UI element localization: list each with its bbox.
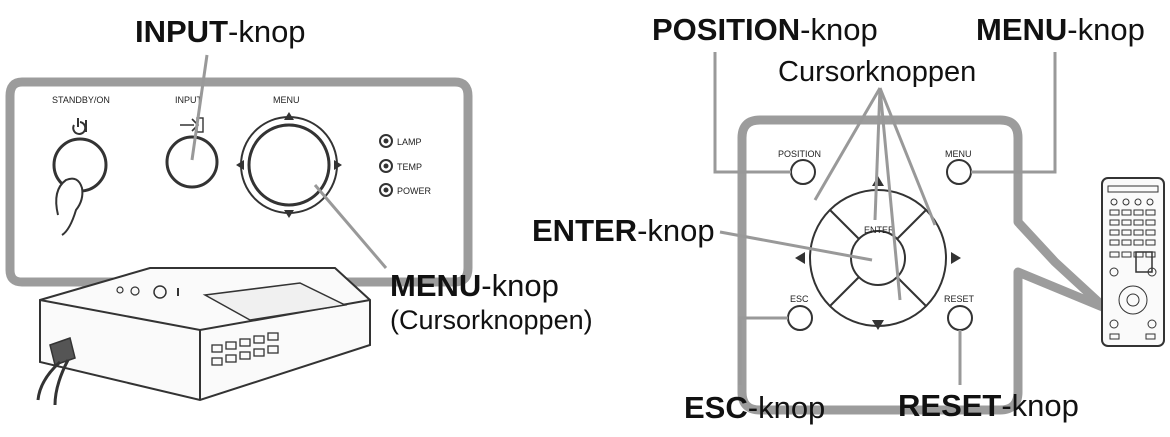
menu-cursor-button[interactable] (236, 112, 342, 218)
cursor-callout-text: Cursorknoppen (778, 56, 977, 88)
input-label: INPUT (175, 95, 203, 105)
input-knop-callout: INPUT-knop (135, 16, 306, 47)
menu-remote-callout-rest: -knop (1067, 12, 1145, 47)
position-callout-bold: POSITION (652, 12, 801, 47)
reset-knop-callout: RESET-knop (898, 390, 1079, 421)
esc-button-label: ESC (790, 294, 809, 304)
lamp-label: LAMP (397, 137, 422, 147)
standby-label: STANDBY/ON (52, 95, 110, 105)
reset-button[interactable] (947, 305, 973, 331)
input-button[interactable] (165, 117, 219, 189)
enter-callout-rest: -knop (637, 213, 715, 248)
standby-on-button[interactable] (52, 118, 108, 236)
power-indicator (379, 183, 393, 197)
cursor-leader-line-4 (878, 87, 902, 301)
remote-control (1101, 177, 1165, 347)
input-callout-bold: INPUT (135, 14, 228, 49)
esc-knop-callout: ESC-knop (684, 392, 825, 423)
menu-callout-rest: -knop (481, 268, 559, 303)
menu-remote-leader-line (971, 52, 1057, 174)
esc-leader-line (738, 316, 788, 385)
temp-label: TEMP (397, 162, 422, 172)
menu-panel-label: MENU (273, 95, 300, 105)
menu-leader-line (313, 184, 388, 269)
projector-body (36, 267, 371, 406)
enter-leader-line (719, 230, 873, 262)
menu-knop-callout: MENU-knop (Cursorknoppen) (390, 270, 593, 334)
position-button-label: POSITION (778, 149, 821, 159)
cursor-leader-line-2 (873, 87, 882, 221)
menu-remote-callout-bold: MENU (976, 12, 1068, 47)
cursor-leader-line-3 (878, 87, 937, 226)
esc-callout-rest: -knop (747, 390, 826, 425)
position-knop-callout: POSITION-knop (652, 14, 878, 45)
menu-remote-label: MENU (945, 149, 972, 159)
menu-remote-button[interactable] (946, 159, 972, 185)
menu-remote-knop-callout: MENU-knop (976, 14, 1145, 45)
lamp-indicator (379, 134, 393, 148)
input-leader-line (190, 54, 209, 161)
menu-callout-bold: MENU (390, 268, 482, 303)
esc-callout-bold: ESC (684, 390, 748, 425)
reset-button-label: RESET (944, 294, 975, 304)
power-label: POWER (397, 186, 432, 196)
enter-knop-callout: ENTER-knop (532, 215, 715, 246)
enter-callout-bold: ENTER (532, 213, 638, 248)
enter-button-label: ENTER (864, 225, 895, 235)
input-callout-rest: -knop (228, 14, 306, 49)
position-leader-line (713, 52, 791, 174)
menu-callout-sub: (Cursorknoppen) (390, 305, 593, 335)
cursorknoppen-callout: Cursorknoppen (778, 58, 976, 87)
esc-button[interactable] (787, 305, 813, 331)
reset-callout-bold: RESET (898, 388, 1002, 423)
cursor-leader-line-1 (813, 87, 882, 201)
position-button[interactable] (790, 159, 816, 185)
cursor-pad[interactable] (795, 176, 961, 330)
reset-callout-rest: -knop (1001, 388, 1079, 423)
temp-indicator (379, 159, 393, 173)
position-callout-rest: -knop (800, 12, 878, 47)
